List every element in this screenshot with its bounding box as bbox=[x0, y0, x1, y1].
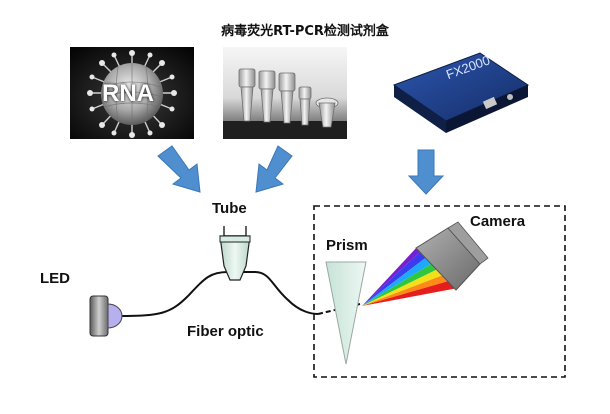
led-icon bbox=[89, 295, 123, 337]
pcr-tubes-image bbox=[223, 47, 347, 139]
rna-label: RNA bbox=[102, 80, 154, 107]
down-arrow-icon bbox=[407, 149, 445, 195]
fiber-optic-line bbox=[117, 271, 319, 317]
diagram-title: 病毒荧光RT-PCR检测试剂盒 bbox=[221, 24, 389, 39]
down-arrow-icon bbox=[157, 145, 201, 193]
down-arrow-icon bbox=[255, 145, 293, 193]
rna-virus-image bbox=[70, 47, 194, 139]
spectrum-rays bbox=[362, 246, 458, 306]
camera-label: Camera bbox=[470, 213, 526, 230]
prism-icon bbox=[325, 261, 367, 365]
spectrometer-image bbox=[388, 45, 534, 141]
tube-label: Tube bbox=[212, 200, 247, 217]
fiber-optic-label: Fiber optic bbox=[187, 323, 264, 340]
camera-enclosure bbox=[313, 205, 566, 378]
led-label: LED bbox=[40, 270, 70, 287]
prism-label: Prism bbox=[326, 237, 368, 254]
camera-icon bbox=[415, 221, 489, 291]
tube-icon bbox=[219, 226, 251, 281]
